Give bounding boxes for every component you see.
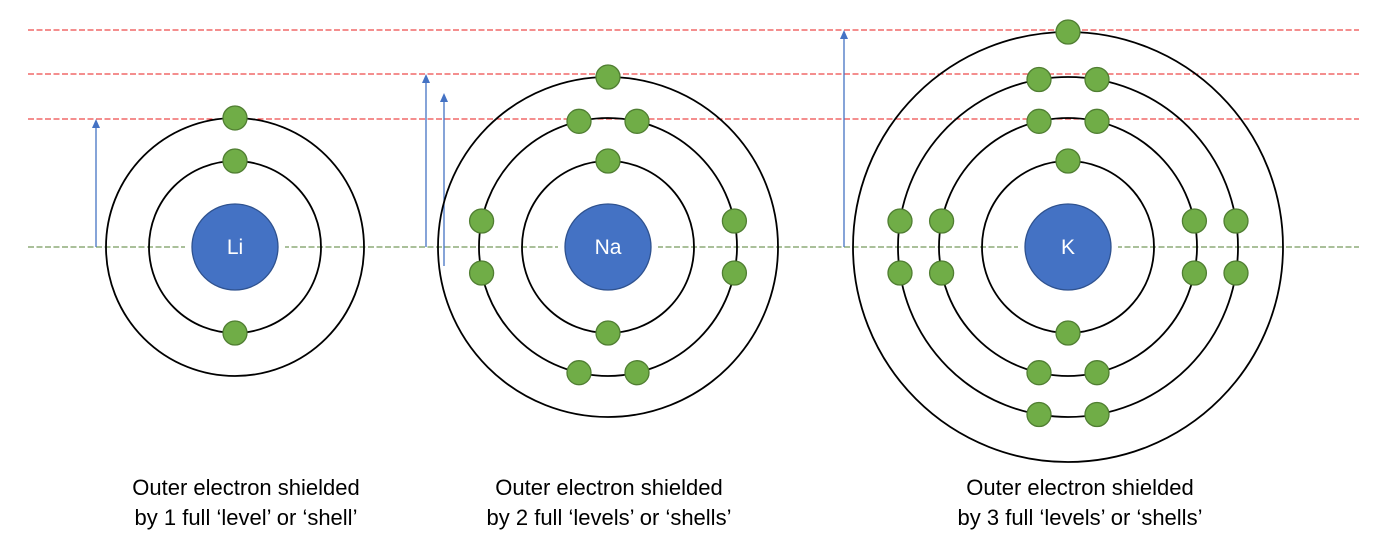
- k-electron-shell2-1: [1026, 108, 1052, 134]
- caption-na-line-2: by 2 full ‘levels’ or ‘shells’: [486, 505, 732, 530]
- na-shell-2: [478, 117, 738, 377]
- k-electron-shell2-2: [1084, 108, 1110, 134]
- caption-na-line-1: Outer electron shielded: [495, 475, 723, 500]
- k-electron-shell2-7: [928, 260, 955, 286]
- na-electron-shell2-7: [468, 260, 495, 286]
- arrowhead-icon: [440, 93, 448, 102]
- k-electron-shell3-8: [887, 208, 913, 234]
- na-electron-shell2-5: [624, 360, 650, 386]
- k-electron-shell3-1: [1026, 66, 1052, 93]
- k-shell-2: [938, 117, 1198, 377]
- caption-k-line-1: Outer electron shielded: [966, 475, 1194, 500]
- arrowhead-icon: [92, 119, 100, 128]
- li-nucleus-label: Li: [227, 236, 243, 259]
- k-shell-3: [897, 76, 1239, 418]
- na-electron-shell1-2: [595, 320, 621, 346]
- k-electron-shell3-2: [1084, 66, 1110, 93]
- k-electron-shell3-7: [887, 260, 913, 286]
- na-electron-shell2-8: [468, 208, 495, 234]
- caption-na: Outer electron shielded by 2 full ‘level…: [439, 473, 779, 533]
- li-nucleus: [191, 203, 279, 291]
- k-electron-shell2-4: [1181, 260, 1208, 286]
- na-nucleus: [564, 203, 652, 291]
- k-electron-shell3-3: [1223, 208, 1249, 234]
- radius-arrows: [92, 30, 848, 266]
- na-electron-shell2-3: [721, 208, 748, 234]
- k-nucleus-label: K: [1061, 236, 1075, 259]
- arrow-1: [92, 119, 100, 247]
- k-electron-shell3-5: [1084, 401, 1110, 428]
- caption-li-line-2: by 1 full ‘level’ or ‘shell’: [134, 505, 358, 530]
- na-electron-shell2-2: [624, 108, 650, 134]
- k-electron-shell4-1: [1055, 19, 1081, 45]
- arrow-3: [440, 93, 448, 266]
- k-electron-shell3-6: [1026, 401, 1052, 428]
- k-electron-shell2-6: [1026, 360, 1052, 386]
- atoms: Li Na K: [105, 19, 1284, 463]
- atom-na: Na: [437, 64, 779, 418]
- caption-k: Outer electron shielded by 3 full ‘level…: [910, 473, 1250, 533]
- na-electron-shell3-1: [595, 64, 621, 90]
- caption-li: Outer electron shielded by 1 full ‘level…: [76, 473, 416, 533]
- na-electron-shell1-1: [595, 148, 621, 174]
- k-electron-shell3-4: [1223, 260, 1249, 286]
- atom-k: K: [852, 19, 1284, 463]
- na-electron-shell2-1: [566, 108, 592, 134]
- arrow-2: [422, 74, 430, 247]
- caption-li-line-1: Outer electron shielded: [132, 475, 360, 500]
- k-electron-shell1-1: [1055, 148, 1081, 174]
- na-electron-shell2-6: [566, 360, 592, 386]
- k-nucleus: [1024, 203, 1112, 291]
- arrowhead-icon: [840, 30, 848, 39]
- k-electron-shell1-2: [1055, 320, 1081, 346]
- arrowhead-icon: [422, 74, 430, 83]
- k-electron-shell2-8: [928, 208, 955, 234]
- caption-k-line-2: by 3 full ‘levels’ or ‘shells’: [957, 505, 1203, 530]
- atom-li: Li: [105, 105, 365, 377]
- na-nucleus-label: Na: [595, 236, 622, 259]
- li-electron-shell2-1: [222, 105, 248, 131]
- li-electron-shell1-2: [222, 320, 248, 346]
- k-electron-shell2-3: [1181, 208, 1208, 234]
- na-electron-shell2-4: [721, 260, 748, 286]
- arrow-4: [840, 30, 848, 247]
- li-electron-shell1-1: [222, 148, 248, 174]
- k-electron-shell2-5: [1084, 360, 1110, 386]
